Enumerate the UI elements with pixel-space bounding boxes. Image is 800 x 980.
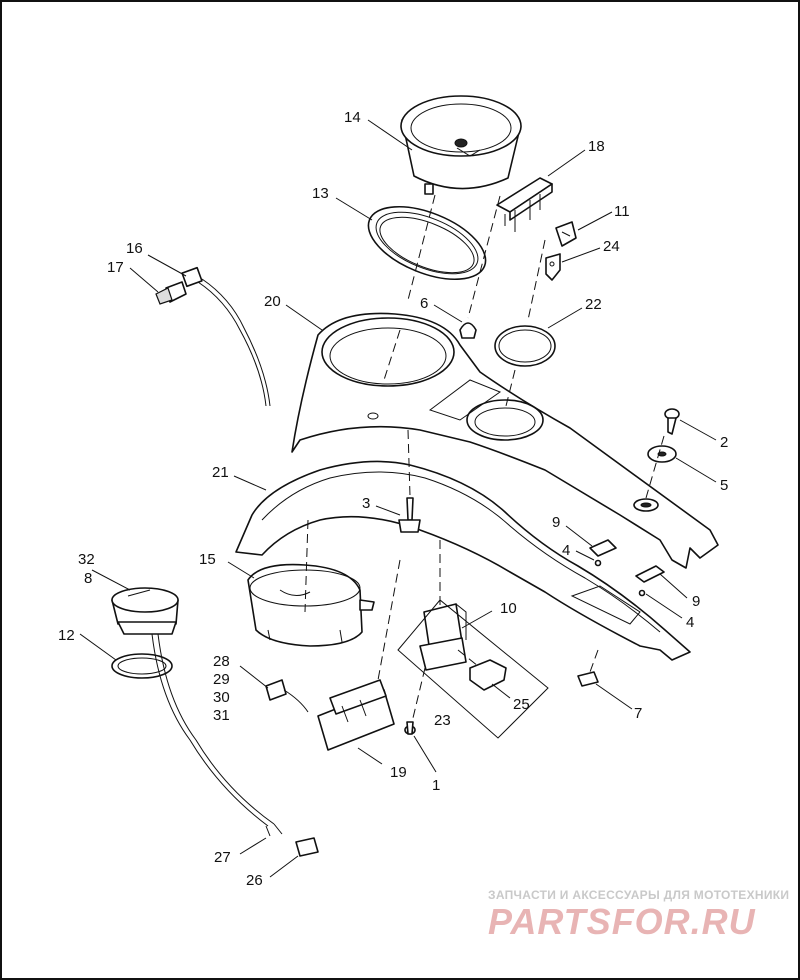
- label-25: 25: [513, 696, 530, 713]
- label-9-upper: 9: [552, 514, 560, 531]
- label-7: 7: [634, 705, 642, 722]
- part-19-module: [317, 679, 395, 751]
- part-6-cap: [459, 322, 477, 339]
- label-26: 26: [246, 872, 263, 889]
- label-30: 30: [213, 689, 230, 706]
- part-12-ring: [111, 653, 173, 679]
- part-1-screw: [404, 721, 416, 735]
- label-18: 18: [588, 138, 605, 155]
- part-10-switch: [419, 603, 467, 671]
- label-27: 27: [214, 849, 231, 866]
- label-16: 16: [126, 240, 143, 257]
- part-24-clip: [545, 253, 561, 281]
- label-5: 5: [720, 477, 728, 494]
- label-1: 1: [432, 777, 440, 794]
- watermark-tagline: ЗАПЧАСТИ И АКСЕССУАРЫ ДЛЯ МОТОТЕХНИКИ: [488, 888, 789, 902]
- label-19: 19: [390, 764, 407, 781]
- part-5-washer: [647, 445, 677, 463]
- part-2-screw: [664, 408, 680, 435]
- watermark: ЗАПЧАСТИ И АКСЕССУАРЫ ДЛЯ МОТОТЕХНИКИ PA…: [488, 888, 789, 942]
- part-25-connector: [469, 659, 507, 691]
- part-11-bracket: [555, 221, 577, 247]
- label-4-upper: 4: [562, 542, 570, 559]
- part-16-17-sensor: [155, 266, 271, 407]
- part-9-clip-lower: [635, 565, 665, 597]
- label-22: 22: [585, 296, 602, 313]
- label-15: 15: [199, 551, 216, 568]
- alignment-lines: [304, 194, 665, 723]
- part-20-console: [291, 312, 719, 569]
- label-32: 32: [78, 551, 95, 568]
- label-12: 12: [58, 627, 75, 644]
- part-32-8-plug: [111, 587, 179, 635]
- part-18-connector: [496, 177, 553, 232]
- label-3: 3: [362, 495, 370, 512]
- watermark-logo: PARTSFOR.RU: [488, 901, 756, 942]
- label-4-lower: 4: [686, 614, 694, 631]
- callout-labels: 14 13 18 11 24 16 17 20 6 22 2 5 21 3 9 …: [58, 109, 728, 889]
- label-11: 11: [614, 203, 630, 220]
- part-26-terminal: [295, 837, 319, 857]
- label-10: 10: [500, 600, 517, 617]
- label-24: 24: [603, 238, 620, 255]
- label-21: 21: [212, 464, 229, 481]
- label-2: 2: [720, 434, 728, 451]
- label-6: 6: [420, 295, 428, 312]
- part-7-clip: [577, 671, 599, 687]
- label-17: 17: [107, 259, 124, 276]
- label-8: 8: [84, 570, 92, 587]
- label-9-lower: 9: [692, 593, 700, 610]
- label-29: 29: [213, 671, 230, 688]
- part-23-kit-frame: [397, 599, 549, 739]
- label-23: 23: [434, 712, 451, 729]
- part-28-31-connector: [265, 679, 309, 713]
- part-9-clip-upper: [589, 539, 617, 567]
- part-13-trim-ring: [367, 205, 487, 281]
- label-14: 14: [344, 109, 361, 126]
- part-22-o-ring: [494, 325, 556, 367]
- part-15-shroud: [247, 563, 375, 647]
- label-20: 20: [264, 293, 281, 310]
- label-31: 31: [213, 707, 230, 724]
- leader-lines: [79, 119, 717, 878]
- part-21-base: [235, 460, 691, 661]
- part-27-harness: [151, 633, 283, 837]
- part-14-speedometer: [400, 95, 522, 195]
- label-13: 13: [312, 185, 329, 202]
- label-28: 28: [213, 653, 230, 670]
- part-3-stud: [398, 497, 421, 533]
